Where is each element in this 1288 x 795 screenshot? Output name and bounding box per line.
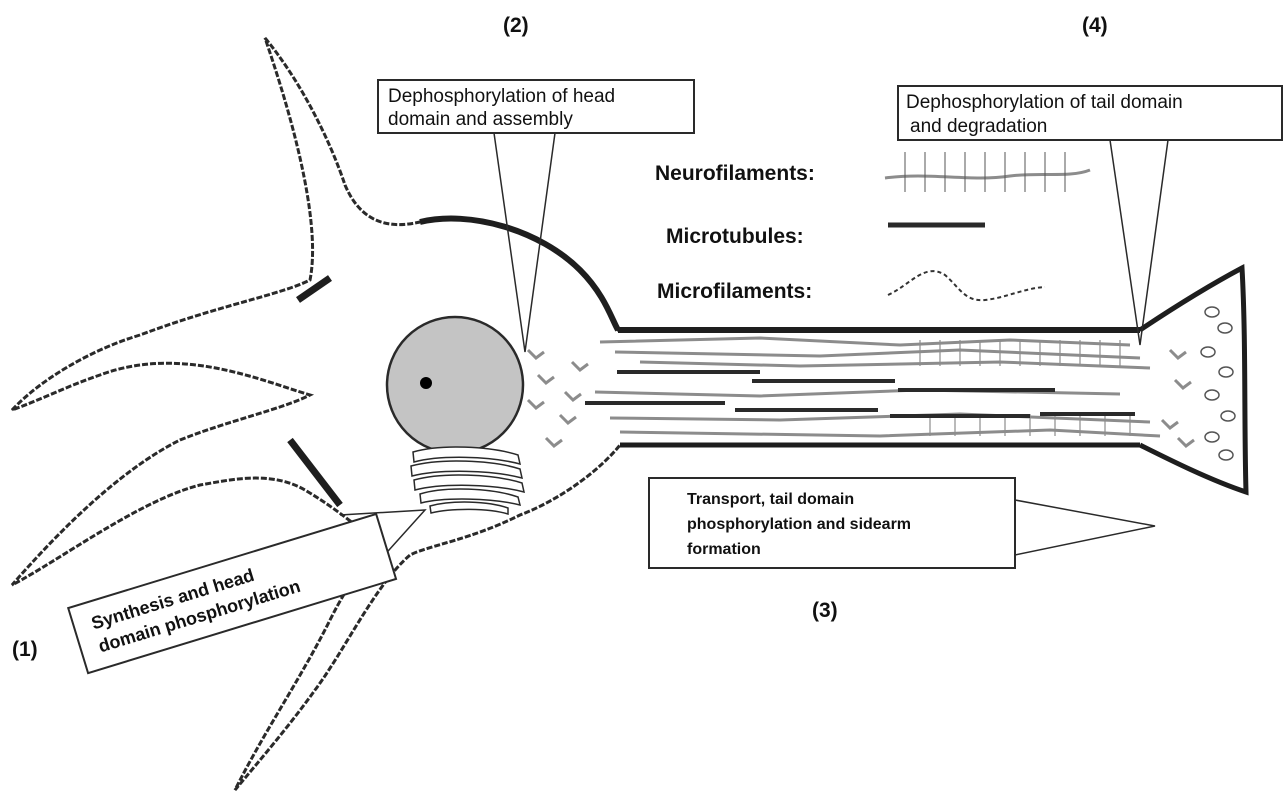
nucleolus (420, 377, 432, 389)
legend-microfilaments-label: Microfilaments: (657, 280, 812, 303)
stage-label-3: (3) (812, 599, 838, 622)
callout-dephos-head-line1: Dephosphorylation of head (388, 86, 615, 107)
callout-transport-line2: phosphorylation and sidearm (687, 516, 911, 533)
nucleus (387, 317, 523, 453)
callout-dephos-tail-line1: Dephosphorylation of tail domain (906, 92, 1183, 113)
stage-label-2: (2) (503, 14, 529, 37)
legend-neurofilament-sample (885, 152, 1090, 192)
callout-dephos-tail-line2: and degradation (910, 116, 1047, 137)
callout-transport-line1: Transport, tail domain (687, 491, 854, 508)
stage-label-4: (4) (1082, 14, 1108, 37)
legend-microfilament-sample (888, 271, 1045, 300)
callout-dephos-head-line2: domain and assembly (388, 109, 573, 130)
legend-neurofilaments-label: Neurofilaments: (655, 162, 815, 185)
stage-label-1: (1) (12, 638, 38, 661)
callout-transport-line3: formation (687, 541, 761, 558)
legend-microtubules-label: Microtubules: (666, 225, 804, 248)
